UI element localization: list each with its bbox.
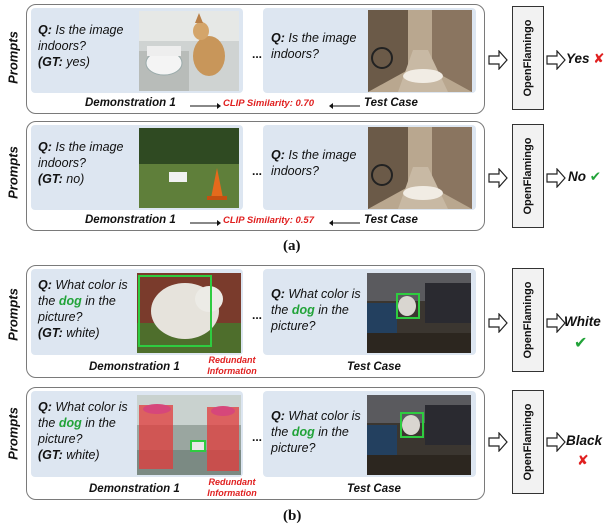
openflamingo-box: OpenFlamingo — [512, 6, 544, 110]
umbrella-people-photo — [137, 395, 241, 475]
subfigure-label-b: (b) — [283, 508, 302, 524]
demo-question: Q: What color is the dog in the picture?… — [38, 278, 128, 340]
test-card: Q: What color is the dog in the picture? — [263, 391, 476, 477]
arrow-right-icon — [190, 220, 221, 226]
test-caption: Test Case — [347, 483, 401, 495]
demo-question: Q: Is the image indoors? (GT: yes) — [38, 23, 124, 69]
test-caption: Test Case — [364, 214, 418, 226]
arrow-left-icon — [329, 220, 360, 226]
prompt-panel-b2: Q: What color is the dog in the picture?… — [26, 387, 485, 500]
cross-icon: ✘ — [577, 452, 589, 468]
demo-card: Q: Is the image indoors? (GT: no) — [31, 125, 243, 210]
demo-card: Q: What color is the dog in the picture?… — [31, 391, 243, 477]
hollow-arrow-icon — [546, 432, 566, 452]
demo-card: Q: What color is the dog in the picture?… — [31, 269, 243, 355]
test-caption: Test Case — [347, 361, 401, 373]
prompt-panel-a2: Q: Is the image indoors? (GT: no) ... Q:… — [26, 121, 485, 231]
test-question: Q: Is the image indoors? — [271, 31, 357, 61]
street-dog-photo — [368, 10, 472, 92]
sheepdog-photo — [137, 273, 241, 353]
hollow-arrow-icon — [546, 313, 566, 333]
room-dog-photo — [367, 395, 471, 475]
openflamingo-box: OpenFlamingo — [512, 268, 544, 372]
demo-question: Q: Is the image indoors? (GT: no) — [38, 140, 124, 186]
test-card: Q: Is the image indoors? — [263, 125, 476, 210]
demo-caption: Demonstration 1 — [89, 361, 180, 373]
test-question: Q: What color is the dog in the picture? — [271, 287, 361, 333]
answer: No ✔ — [568, 169, 602, 184]
test-caption: Test Case — [364, 97, 418, 109]
redundant-information: Redundant Information — [207, 355, 257, 376]
hollow-arrow-icon — [546, 50, 566, 70]
test-card: Q: What color is the dog in the picture? — [263, 269, 476, 355]
hollow-arrow-icon — [546, 168, 566, 188]
hollow-arrow-icon — [488, 313, 508, 333]
prompt-panel-b1: Q: What color is the dog in the picture?… — [26, 265, 485, 378]
openflamingo-box: OpenFlamingo — [512, 124, 544, 228]
hollow-arrow-icon — [488, 168, 508, 188]
ellipsis: ... — [252, 47, 263, 61]
demo-caption: Demonstration 1 — [85, 214, 176, 226]
arrow-left-icon — [329, 103, 360, 109]
grass-cone-photo — [139, 128, 239, 208]
prompts-label: Prompts — [5, 407, 21, 460]
hollow-arrow-icon — [488, 50, 508, 70]
test-question: Q: What color is the dog in the picture? — [271, 409, 361, 455]
arrow-right-icon — [190, 103, 221, 109]
street-dog-photo — [368, 127, 472, 209]
answer: White — [564, 314, 601, 329]
cross-icon: ✘ — [593, 51, 605, 66]
demo-question: Q: What color is the dog in the picture?… — [38, 400, 128, 462]
demo-caption: Demonstration 1 — [89, 483, 180, 495]
demo-card: Q: Is the image indoors? (GT: yes) — [31, 8, 243, 93]
test-card: Q: Is the image indoors? — [263, 8, 476, 93]
check-icon: ✔ — [574, 335, 588, 352]
redundant-information: Redundant Information — [207, 477, 257, 498]
check-icon: ✔ — [589, 169, 602, 184]
prompts-label: Prompts — [5, 31, 21, 84]
prompts-label: Prompts — [5, 288, 21, 341]
test-question: Q: Is the image indoors? — [271, 148, 357, 178]
ellipsis: ... — [252, 308, 263, 322]
bathroom-dog-photo — [139, 11, 239, 91]
room-dog-photo — [367, 273, 471, 353]
ellipsis: ... — [252, 430, 263, 444]
demo-caption: Demonstration 1 — [85, 97, 176, 109]
subfigure-label-a: (a) — [283, 238, 301, 254]
prompts-label: Prompts — [5, 146, 21, 199]
ellipsis: ... — [252, 164, 263, 178]
openflamingo-box: OpenFlamingo — [512, 390, 544, 494]
answer: Black — [566, 433, 603, 448]
clip-similarity: CLIP Similarity: 0.57 — [223, 215, 314, 226]
hollow-arrow-icon — [488, 432, 508, 452]
prompt-panel-a1: Q: Is the image indoors? (GT: yes) ... Q… — [26, 4, 485, 114]
clip-similarity: CLIP Similarity: 0.70 — [223, 98, 314, 109]
answer: Yes ✘ — [566, 51, 605, 66]
